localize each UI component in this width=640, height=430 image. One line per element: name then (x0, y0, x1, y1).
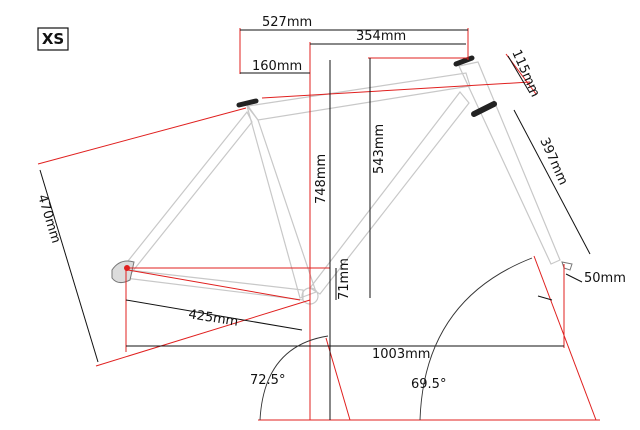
rear-dropout (111, 260, 135, 284)
dimension-lines (39, 29, 591, 420)
fork-offset-label: 50mm (584, 271, 626, 286)
headset-bottom (471, 101, 497, 117)
seat-tube-label: 543mm (372, 124, 387, 174)
setback-label: 160mm (252, 59, 302, 74)
chainstay-label: 425mm (187, 307, 239, 330)
reach-total-label: 527mm (262, 15, 312, 30)
wheelbase-label: 1003mm (372, 347, 430, 362)
seat-angle-label: 72.5° (250, 373, 285, 388)
head-tube-label: 115mm (508, 48, 542, 100)
head-angle-label: 69.5° (411, 377, 446, 392)
angle-arcs (259, 257, 533, 421)
down-tube (309, 91, 470, 295)
head-angle-arc (419, 257, 533, 421)
seat-tube (246, 105, 317, 299)
stack-label: 748mm (314, 154, 329, 204)
headset-top (453, 55, 475, 67)
seat-clamp (236, 98, 259, 108)
bb-drop-label: 71mm (337, 258, 352, 300)
size-badge: XS (37, 27, 69, 51)
bike-frame (111, 55, 573, 305)
svg-text:XS: XS (42, 30, 64, 48)
head-tube-fork (458, 61, 561, 265)
reference-lines (37, 28, 600, 421)
chainstay-diag-label: 470mm (34, 193, 63, 245)
reach-top-label: 354mm (356, 29, 406, 44)
seat-angle-arc (259, 335, 329, 421)
